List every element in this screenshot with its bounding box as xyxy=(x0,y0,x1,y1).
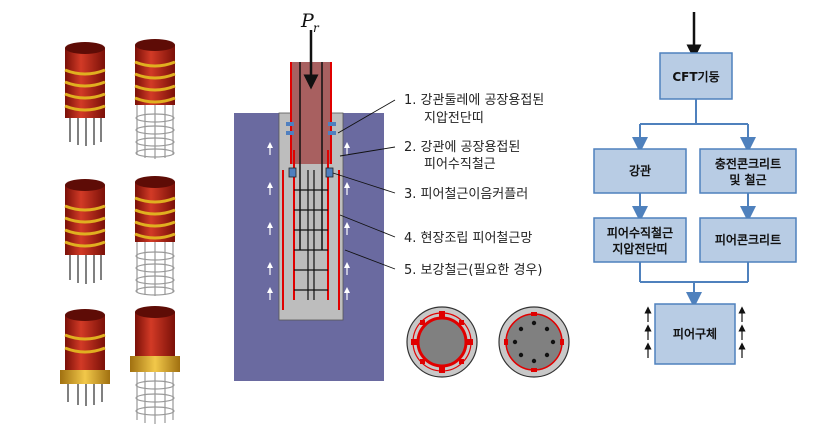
node-cft-column-label: CFT기둥 xyxy=(672,69,719,84)
tube-with-studs-1 xyxy=(64,42,106,146)
node-infill-concrete xyxy=(699,148,797,194)
cross-section-2 xyxy=(498,306,570,378)
node-steel-tube xyxy=(593,148,687,194)
cross-section-1 xyxy=(406,306,478,378)
callout-4: 4. 현장조립 피어철근망 xyxy=(404,231,532,246)
callout-2-line2: 피어수직철근 xyxy=(424,157,496,172)
column-3d-illustrations xyxy=(60,39,180,424)
node-infill-concrete-line2: 및 철근 xyxy=(729,172,766,187)
node-pier-concrete-label: 피어콘크리트 xyxy=(715,232,781,247)
callout-2-line1: 2. 강관에 공장용접된 xyxy=(404,140,520,155)
tube-with-bearing-band-1 xyxy=(60,309,110,406)
pier-section-drawing xyxy=(234,30,384,381)
flowchart: CFT기둥 강관 충전콘크리트 및 철근 피어수직철근 지압전단띠 피어콘크리트 xyxy=(593,12,797,365)
node-pier-rebar xyxy=(593,217,687,263)
node-infill-concrete-line1: 충전콘크리트 xyxy=(715,156,781,171)
callout-leaders xyxy=(332,99,396,270)
tube-with-cage-1 xyxy=(134,39,176,159)
callout-list: 1. 강관둘레에 공장용접된 지압전단띠 2. 강관에 공장용접된 피어수직철근… xyxy=(404,93,544,278)
callout-3: 3. 피어철근이음커플러 xyxy=(404,187,528,202)
tube-with-cage-2 xyxy=(134,176,176,296)
load-subscript: r xyxy=(313,21,320,35)
tube-with-studs-2 xyxy=(64,179,106,284)
tube-with-bearing-band-cage xyxy=(130,306,180,424)
callout-1-line2: 지압전단띠 xyxy=(424,111,484,126)
node-steel-tube-label: 강관 xyxy=(629,163,651,178)
callout-1-line1: 1. 강관둘레에 공장용접된 xyxy=(404,93,544,108)
node-pier-rebar-line1: 피어수직철근 xyxy=(607,225,673,240)
callout-5: 5. 보강철근(필요한 경우) xyxy=(404,263,542,278)
node-pier-body-label: 피어구체 xyxy=(673,326,717,341)
load-symbol: P xyxy=(300,10,315,32)
node-pier-body xyxy=(654,303,736,365)
node-pier-rebar-line2: 지압전단띠 xyxy=(612,241,667,256)
